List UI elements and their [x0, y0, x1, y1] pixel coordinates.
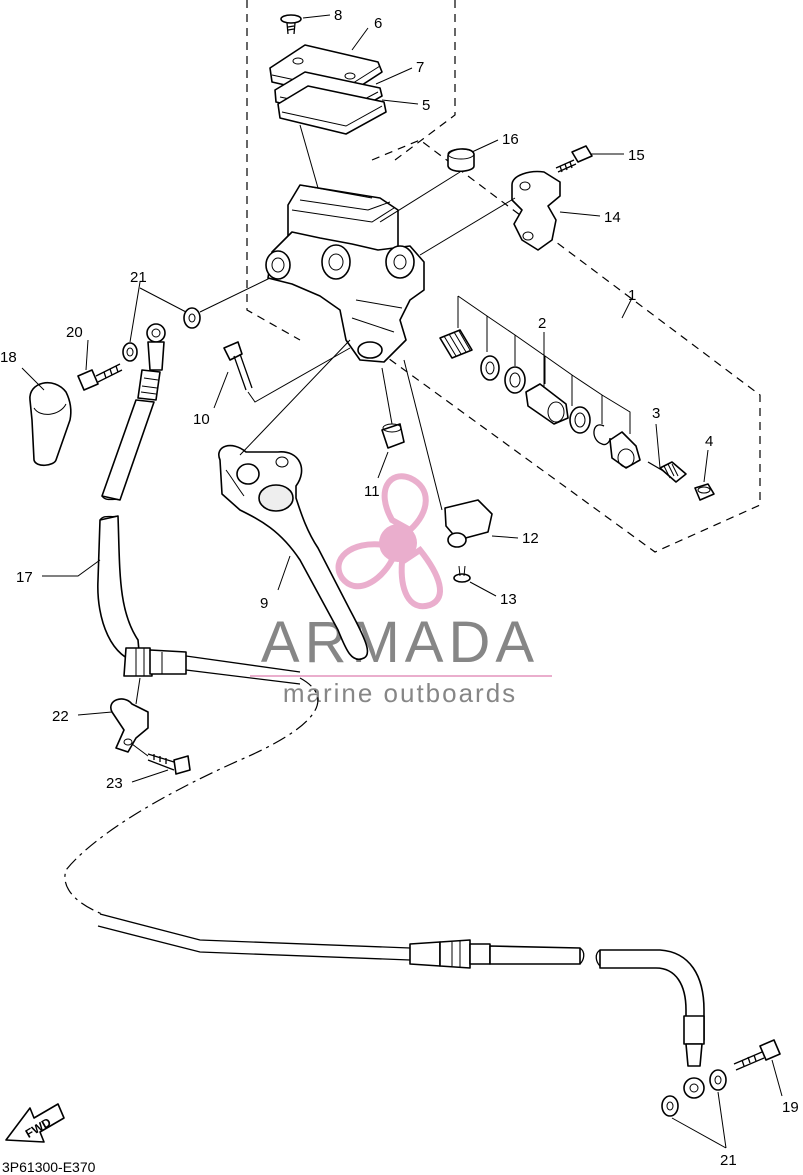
part-12-assembly-line	[403, 359, 443, 511]
callout-2: 2	[538, 315, 546, 332]
callout-11: 11	[364, 483, 380, 500]
part-18-cover	[29, 382, 72, 467]
callout-18: 18	[0, 349, 17, 366]
callout-3: 3	[652, 405, 660, 422]
part-17-hose-end	[599, 949, 705, 1099]
propeller-blade-top	[381, 473, 429, 534]
part-9-assembly-line	[239, 339, 351, 456]
part-21-washer-top-2	[122, 342, 138, 362]
callout-9: 9	[260, 595, 268, 612]
part-13-screw	[453, 565, 471, 583]
part-22-assembly-line	[135, 677, 141, 705]
part-10-pivot-bolt	[223, 341, 253, 391]
callout-12: 12	[522, 530, 539, 547]
part-12-switch	[444, 499, 493, 548]
hose-break-mark-1	[101, 495, 121, 501]
part-9-lever	[218, 444, 369, 661]
callout-22: 22	[52, 708, 69, 725]
part-4-nut	[694, 483, 715, 501]
part-19-union-bolt	[733, 1039, 781, 1071]
part-5-diaphragm	[277, 85, 387, 135]
reservoir-group-outline	[246, 0, 456, 341]
callout-14: 14	[604, 209, 621, 226]
callout-17: 17	[16, 569, 33, 586]
callout-16: 16	[502, 131, 519, 148]
part-16-cap	[447, 148, 475, 173]
part-2-ring	[504, 366, 526, 394]
master-cylinder-body	[265, 184, 425, 363]
callout-4: 4	[705, 433, 713, 450]
part-15-bolt	[555, 145, 593, 173]
part-10-assembly-line	[247, 347, 351, 403]
part-14-assembly-line	[419, 197, 516, 256]
callout-6: 6	[374, 15, 382, 32]
part-21-assembly-line	[199, 277, 271, 313]
leader-lines	[21, 14, 783, 1149]
callout-10: 10	[193, 411, 210, 428]
part-2-leader-bracket	[457, 295, 631, 434]
callout-21-top: 21	[130, 269, 147, 286]
part-23-bolt	[147, 753, 191, 775]
callout-21-bottom: 21	[720, 1152, 737, 1169]
part-17-hose-middle	[97, 515, 301, 685]
part-17-hose-lower	[97, 913, 581, 969]
callout-15: 15	[628, 147, 645, 164]
part-11-bushing	[381, 423, 405, 449]
callout-8: 8	[334, 7, 342, 24]
part-2-spring	[439, 329, 473, 359]
part-3-pushrod	[647, 461, 687, 483]
callout-13: 13	[500, 591, 517, 608]
part-2-seal	[569, 406, 591, 434]
part-14-clamp	[511, 170, 561, 251]
hose-break-mark-4	[595, 949, 601, 967]
part-2-boot	[609, 431, 641, 469]
callout-23: 23	[106, 775, 123, 792]
part-11-assembly-line	[381, 367, 393, 425]
callout-5: 5	[422, 97, 430, 114]
part-2-cup	[480, 355, 500, 381]
part-20-union-bolt	[77, 363, 123, 391]
watermark: ARMADA marine outboards	[250, 473, 552, 708]
watermark-subtitle: marine outboards	[283, 678, 517, 708]
part-8-screw	[280, 14, 302, 35]
part-16-assembly-line	[379, 171, 461, 223]
hose-route-centerline	[64, 677, 319, 915]
part-23-assembly-line	[131, 743, 149, 757]
watermark-title: ARMADA	[261, 610, 539, 675]
propeller-blade-left	[335, 541, 396, 590]
fwd-arrow: FWD	[5, 1103, 65, 1143]
part-21-washer-bottom-1	[709, 1069, 727, 1091]
reservoir-assembly-line	[299, 124, 321, 196]
part-17-hose-top	[101, 323, 166, 501]
part-2-piston	[525, 383, 569, 425]
part-2-circlip	[593, 424, 611, 446]
part-21-washer-top	[183, 307, 201, 329]
part-21-washer-bottom-2	[661, 1095, 679, 1117]
callout-20: 20	[66, 324, 83, 341]
callout-7: 7	[416, 59, 424, 76]
callout-1: 1	[628, 287, 636, 304]
propeller-hub	[379, 524, 417, 562]
propeller-blade-right	[398, 545, 443, 610]
piston-kit-group-outline	[369, 139, 761, 553]
part-22-hose-clamp	[110, 698, 149, 753]
propeller-logo	[335, 473, 443, 610]
diagram-code: 3P61300-E370	[2, 1159, 96, 1175]
callout-19: 19	[782, 1099, 799, 1116]
hose-break-mark-3	[579, 947, 585, 965]
